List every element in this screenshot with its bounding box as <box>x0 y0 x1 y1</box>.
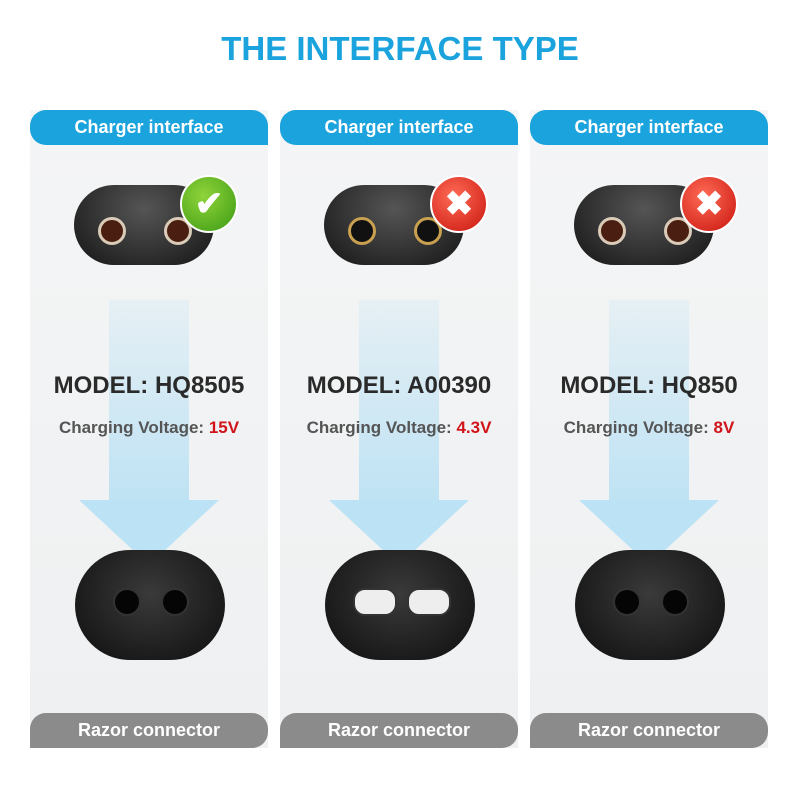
charger-interface-header: Charger interface <box>530 110 768 145</box>
razor-connector-footer: Razor connector <box>30 713 268 748</box>
charger-interface-header: Charger interface <box>30 110 268 145</box>
beam <box>359 300 439 500</box>
razor-connector-image <box>325 550 475 660</box>
beam <box>109 300 189 500</box>
razor-connector-image <box>75 550 225 660</box>
beam <box>609 300 689 500</box>
voltage-text: Charging Voltage: 4.3V <box>306 418 492 437</box>
cross-icon: ✖ <box>430 175 488 233</box>
page-title: THE INTERFACE TYPE <box>221 30 579 67</box>
column-hq850: Charger interface ✖ MODEL: HQ850 Chargin… <box>530 110 768 748</box>
column-hq8505: Charger interface ✔ MODEL: HQ8505 Chargi… <box>30 110 268 748</box>
razor-connector-footer: Razor connector <box>280 713 518 748</box>
razor-connector-image <box>575 550 725 660</box>
model-label: MODEL: A00390 <box>306 372 492 399</box>
column-a00390: Charger interface ✖ MODEL: A00390 Chargi… <box>280 110 518 748</box>
voltage-text: Charging Voltage: 15V <box>58 418 240 437</box>
model-label: MODEL: HQ850 <box>560 372 738 399</box>
cross-icon: ✖ <box>680 175 738 233</box>
razor-connector-footer: Razor connector <box>530 713 768 748</box>
voltage-text: Charging Voltage: 8V <box>563 418 735 437</box>
charger-interface-header: Charger interface <box>280 110 518 145</box>
model-label: MODEL: HQ8505 <box>53 372 245 399</box>
check-icon: ✔ <box>180 175 238 233</box>
